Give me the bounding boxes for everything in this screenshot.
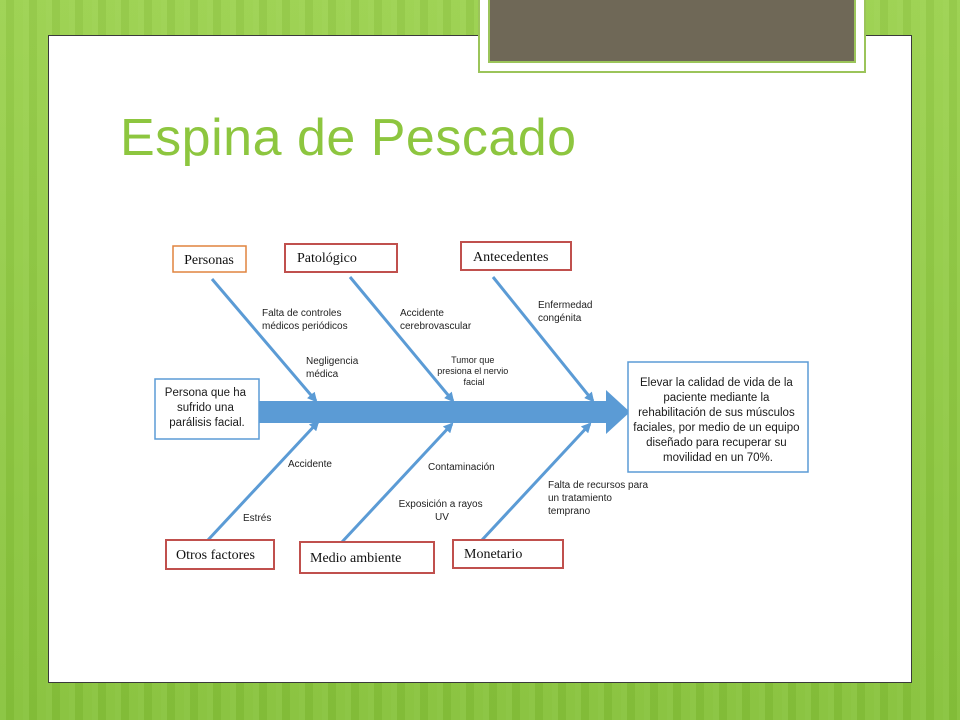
- spine-arrow: [258, 390, 630, 434]
- svg-text:Patológico: Patológico: [297, 251, 357, 266]
- branch-patologico: [348, 276, 455, 403]
- svg-text:Personas: Personas: [184, 253, 234, 268]
- cause-negligencia: Negligencia médica: [306, 356, 361, 380]
- svg-text:Otros factores: Otros factores: [176, 548, 255, 563]
- branch-antecedentes: [491, 276, 595, 403]
- svg-text:Persona que ha sufrido u: Persona que ha sufrido una parálisis fac…: [165, 387, 249, 429]
- branch-medio-ambiente: [340, 422, 454, 544]
- cause-accidente-cerebrovascular: Accidente cerebrovascular: [400, 308, 472, 332]
- cause-tumor: Tumor que presiona el nervio facial: [437, 355, 511, 387]
- decorative-frame-panel: [488, 0, 856, 63]
- head-box: Elevar la calidad de vida de la paciente…: [627, 361, 809, 473]
- branch-otros-factores: [206, 420, 320, 542]
- category-otros-factores: Otros factores: [165, 539, 275, 570]
- svg-text:Medio ambiente: Medio ambiente: [310, 551, 401, 566]
- cause-falta-recursos: Falta de recursos para un tratamiento te…: [548, 480, 651, 517]
- tail-box: Persona que ha sufrido una parálisis fac…: [154, 378, 260, 440]
- category-personas: Personas: [172, 245, 247, 273]
- cause-exposicion: Exposición a rayos UV: [399, 499, 486, 523]
- category-monetario: Monetario: [452, 539, 564, 569]
- slide-title: Espina de Pescado: [120, 109, 577, 167]
- cause-estres: Estrés: [243, 513, 271, 524]
- cause-falta-controles: Falta de controles médicos periódicos: [262, 308, 348, 332]
- svg-text:Monetario: Monetario: [464, 547, 522, 562]
- branch-monetario: [480, 422, 592, 542]
- slide: [48, 35, 912, 683]
- branch-personas: [210, 278, 318, 403]
- svg-text:Elevar la calidad de vida de l: Elevar la calidad de vida de la paciente…: [633, 377, 802, 464]
- category-patologico: Patológico: [284, 243, 398, 273]
- cause-enfermedad: Enfermedad congénita: [538, 300, 595, 324]
- svg-text:Antecedentes: Antecedentes: [473, 250, 548, 265]
- category-antecedentes: Antecedentes: [460, 241, 572, 271]
- cause-contaminacion: Contaminación: [428, 462, 495, 473]
- cause-accidente: Accidente: [288, 459, 332, 470]
- category-medio-ambiente: Medio ambiente: [299, 541, 435, 574]
